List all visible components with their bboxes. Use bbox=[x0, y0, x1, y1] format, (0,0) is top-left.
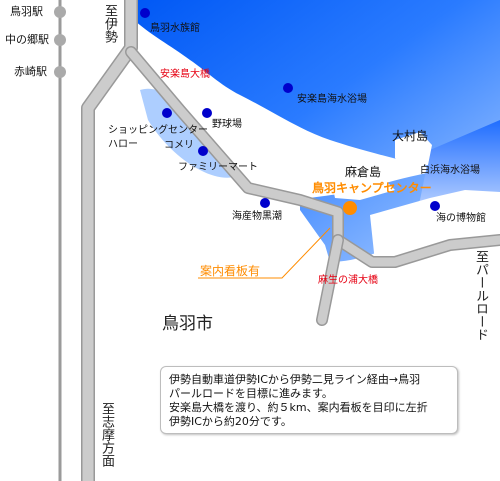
poi-label-komeri[interactable]: コメリ bbox=[164, 140, 194, 151]
poi-label-familymart[interactable]: ファミリーマート bbox=[178, 162, 258, 173]
poi-dot-familymart[interactable] bbox=[198, 146, 208, 156]
camp-label[interactable]: 鳥羽キャンプセンター bbox=[312, 181, 432, 195]
road-label-to-ise: 至伊勢 bbox=[102, 4, 117, 43]
poi-dot-sea-museum[interactable] bbox=[430, 201, 440, 211]
poi-dot-shopping[interactable] bbox=[162, 108, 172, 118]
bridge-label-anrakujima: 安楽島大橋 bbox=[160, 69, 210, 80]
island-daimyo bbox=[395, 132, 432, 168]
poi-label-beach[interactable]: 安楽島海水浴場 bbox=[297, 94, 367, 105]
note-line-3: 安楽島大橋を渡り、約５km、案内看板を目印に左折 bbox=[169, 401, 428, 414]
station-label-toba: 鳥羽駅 bbox=[10, 5, 43, 18]
road-label-to-shima: 至志摩方面 bbox=[99, 402, 114, 467]
station-label-akasaki: 赤崎駅 bbox=[14, 65, 47, 78]
poi-dot-kuroshio[interactable] bbox=[260, 198, 270, 208]
poi-label-shopping[interactable]: ショッピングセンター ハロー bbox=[108, 125, 208, 150]
island-asakura bbox=[330, 170, 395, 200]
sea bbox=[132, 0, 500, 262]
camp-dot[interactable] bbox=[343, 201, 357, 215]
note-line-1: 伊勢自動車道伊勢ICから伊勢二見ライン経由→鳥羽 bbox=[169, 373, 421, 386]
island-label-asakura: 麻倉島 bbox=[345, 165, 382, 179]
poi-label-aquarium[interactable]: 鳥羽水族館 bbox=[150, 23, 200, 34]
city-label: 鳥羽市 bbox=[162, 314, 213, 334]
bridge-label-asou-no-ura: 麻生の浦大橋 bbox=[318, 275, 378, 286]
sign-label: 案内看板有 bbox=[200, 264, 261, 278]
poi-dot-beach[interactable] bbox=[283, 83, 293, 93]
road-label-to-pearl-road: 至パールロード bbox=[473, 250, 488, 341]
poi-dot-baseball[interactable] bbox=[202, 108, 212, 118]
poi-label-sea-museum[interactable]: 海の博物館 bbox=[436, 213, 486, 224]
roads bbox=[81, 0, 500, 481]
station-label-nakanogo: 中の郷駅 bbox=[5, 33, 49, 46]
island-label-daimyo: 大村島 bbox=[392, 129, 429, 143]
directions-note: 伊勢自動車道伊勢ICから伊勢二見ライン経由→鳥羽 パールロードを目標に進みます。… bbox=[160, 366, 458, 434]
sign-leader-line bbox=[198, 227, 331, 279]
poi-label-shirahama[interactable]: 白浜海水浴場 bbox=[420, 165, 480, 176]
poi-dot-aquarium[interactable] bbox=[140, 8, 150, 18]
poi-label-baseball[interactable]: 野球場 bbox=[212, 119, 242, 130]
station-markers bbox=[54, 6, 66, 78]
note-line-4: 伊勢ICから約20分です。 bbox=[169, 415, 292, 428]
poi-label-kuroshio[interactable]: 海産物黒潮 bbox=[232, 211, 282, 222]
note-line-2: パールロードを目標に進みます。 bbox=[169, 387, 333, 400]
